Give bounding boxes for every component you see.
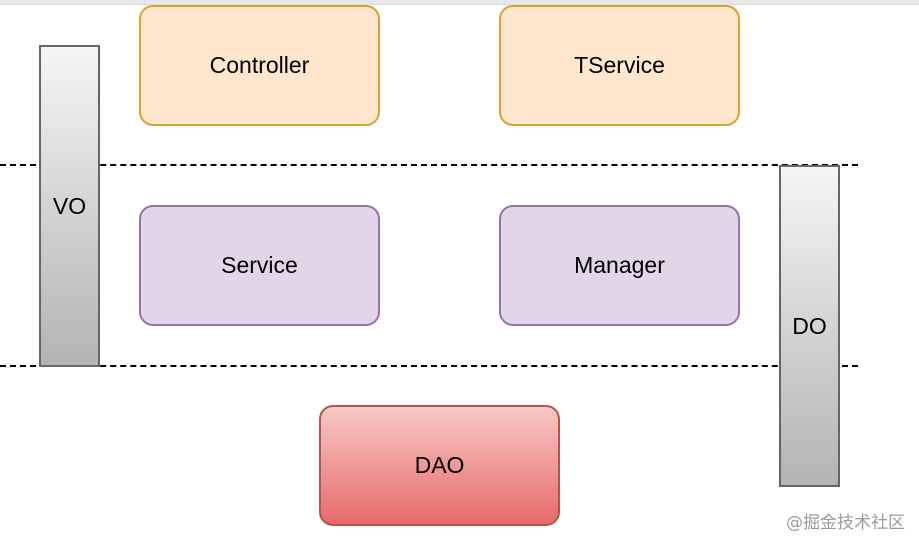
do-bar: DO: [779, 165, 840, 487]
dao-label: DAO: [414, 452, 465, 478]
tservice-label: TService: [574, 52, 665, 78]
watermark: @掘金技术社区: [786, 513, 905, 533]
service-box: Service: [139, 205, 380, 326]
dao-box: DAO: [319, 405, 560, 526]
manager-box: Manager: [499, 205, 740, 326]
service-label: Service: [221, 252, 298, 278]
controller-label: Controller: [209, 52, 310, 78]
lower-layer-divider: [0, 365, 858, 367]
controller-box: Controller: [139, 5, 380, 126]
window-top-border: [0, 0, 919, 5]
tservice-box: TService: [499, 5, 740, 126]
do-label: DO: [792, 312, 827, 339]
upper-layer-divider: [0, 164, 858, 166]
vo-bar: VO: [39, 45, 100, 367]
vo-label: VO: [52, 192, 87, 219]
manager-label: Manager: [574, 252, 665, 278]
